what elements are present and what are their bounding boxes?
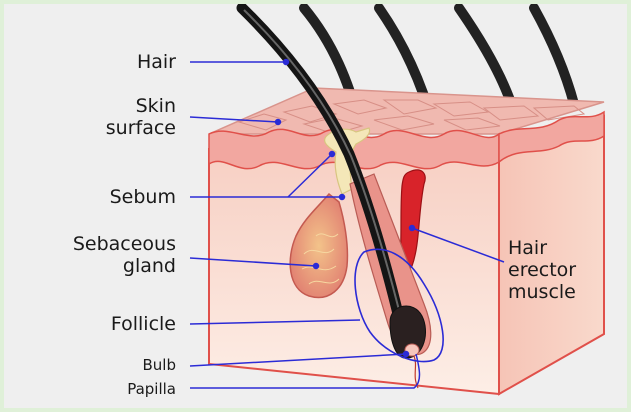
label-papilla: Papilla — [127, 380, 176, 398]
label-surface: surface — [106, 117, 176, 139]
label-hair: Hair — [137, 51, 176, 73]
hair-anatomy-diagram: Hair Skin surface Sebum Sebaceous gland … — [4, 4, 627, 408]
label-erector-hair: Hair — [508, 237, 547, 259]
label-muscle: muscle — [508, 281, 576, 303]
label-skin: Skin — [136, 95, 176, 117]
label-gland: gland — [123, 255, 176, 277]
label-sebaceous: Sebaceous — [73, 233, 176, 255]
label-erector: erector — [508, 259, 576, 281]
label-sebum: Sebum — [110, 186, 176, 208]
diagram-frame: Hair Skin surface Sebum Sebaceous gland … — [4, 4, 627, 408]
label-follicle: Follicle — [111, 313, 176, 335]
label-bulb: Bulb — [143, 356, 177, 374]
